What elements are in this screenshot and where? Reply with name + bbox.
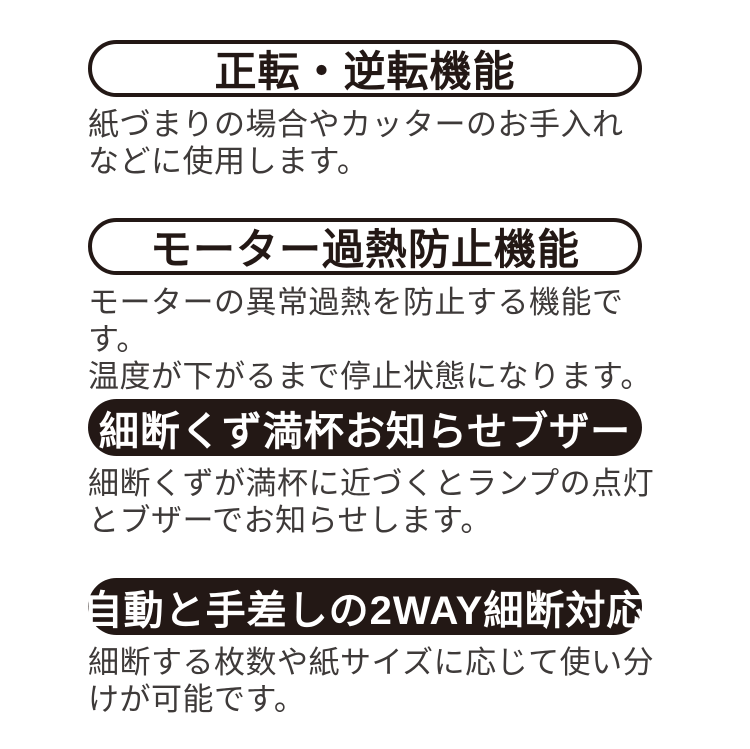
- feature-section-motor-overheat: モーター過熱防止機能 モーターの異常過熱を防止する機能です。 温度が下がるまで停…: [88, 218, 651, 395]
- feature-heading-pill: モーター過熱防止機能: [88, 218, 642, 275]
- feature-section-forward-reverse: 正転・逆転機能 紙づまりの場合やカッターのお手入れ などに使用します。: [88, 40, 644, 180]
- feature-section-2way-shredding: 自動と手差しの2WAY細断対応 細断する枚数や紙サイズに応じて使い分 けが可能で…: [83, 578, 654, 718]
- feature-section-full-bin-buzzer: 細断くず満杯お知らせブザー 細断くずが満杯に近づくとランプの点灯 とブザーでお知…: [88, 399, 654, 539]
- feature-description: モーターの異常過熱を防止する機能です。 温度が下がるまで停止状態になります。: [88, 285, 652, 394]
- feature-description: 細断くずが満杯に近づくとランプの点灯 とブザーでお知らせします。: [88, 466, 655, 538]
- feature-heading-pill: 細断くず満杯お知らせブザー: [88, 399, 642, 456]
- feature-title: 自動と手差しの2WAY細断対応: [82, 588, 648, 633]
- feature-title: 細断くず満杯お知らせブザー: [98, 409, 632, 454]
- feature-description: 細断する枚数や紙サイズに応じて使い分 けが可能です。: [88, 645, 655, 717]
- feature-title: 正転・逆転機能: [214, 48, 516, 95]
- feature-list: 正転・逆転機能 紙づまりの場合やカッターのお手入れ などに使用します。 モーター…: [83, 0, 654, 749]
- feature-description: 紙づまりの場合やカッターのお手入れ などに使用します。: [88, 107, 624, 179]
- feature-heading-pill: 自動と手差しの2WAY細断対応: [83, 578, 646, 635]
- feature-title: モーター過熱防止機能: [149, 226, 580, 273]
- feature-heading-pill: 正転・逆転機能: [88, 40, 642, 97]
